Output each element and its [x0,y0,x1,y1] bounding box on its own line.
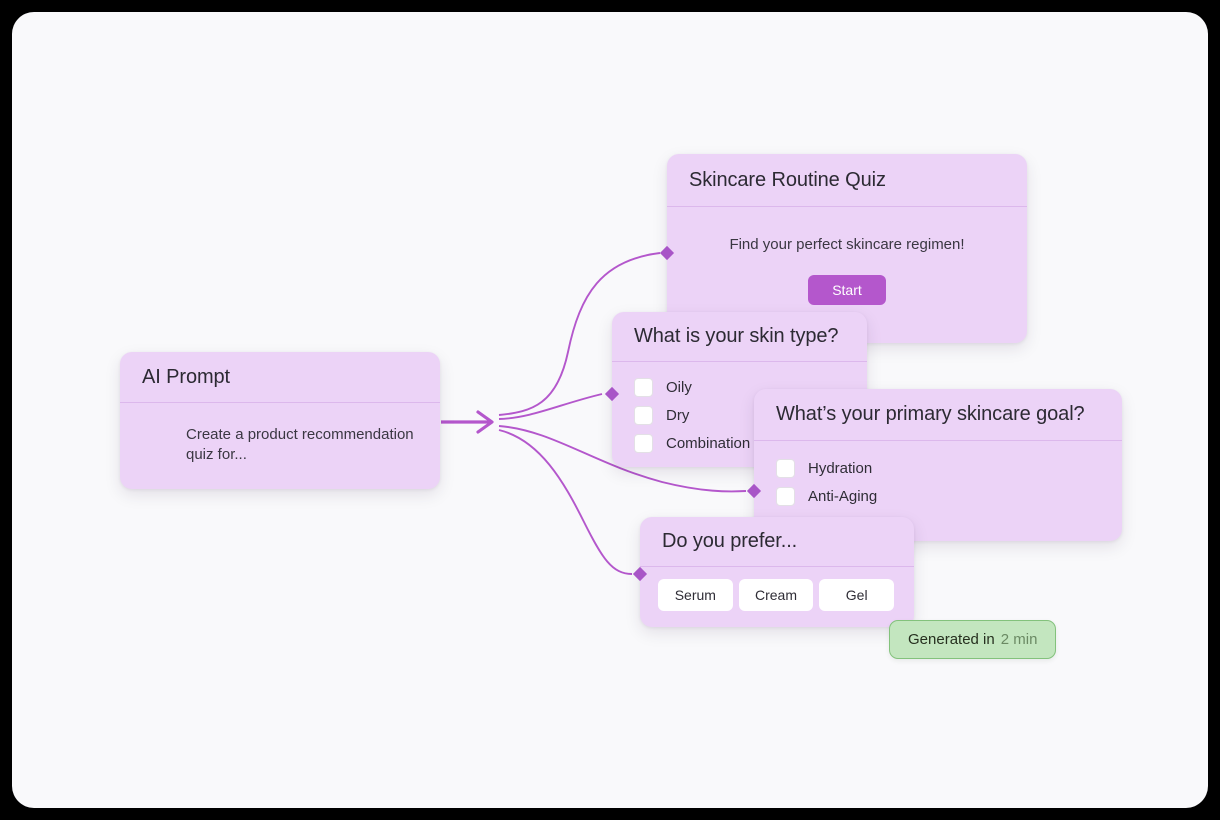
quiz-title-card-body: Find your perfect skincare regimen! Star… [667,207,1027,323]
preference-card-title: Do you prefer... [662,530,798,552]
checkbox-icon[interactable] [634,433,653,453]
list-item[interactable]: Hydration [776,454,1100,482]
skincare-goal-card-title: What’s your primary skincare goal? [776,403,1085,425]
ai-prompt-card-title: AI Prompt [142,365,231,388]
flow-canvas[interactable]: AI Prompt Create a product recommendatio… [12,12,1208,808]
skin-type-card-body: Oily Dry Combination [612,362,867,471]
checkbox-icon[interactable] [776,486,795,506]
status-badge: Generated in 2 min [889,620,1057,659]
option-button-serum[interactable]: Serum [658,579,733,611]
option-button-cream[interactable]: Cream [738,579,814,611]
list-item[interactable]: Dry [634,401,845,429]
ai-prompt-text: Create a product recommendation quiz for… [186,426,414,463]
list-item[interactable]: Oily [634,373,845,401]
option-button-gel[interactable]: Gel [819,579,895,611]
preference-options-row: Serum Cream Gel [658,579,895,611]
checkbox-icon[interactable] [776,458,795,478]
checkbox-label: Oily [666,378,692,396]
skincare-goal-question-card[interactable]: What’s your primary skincare goal? Hydra… [754,389,1122,541]
skincare-goal-card-body: Hydration Anti-Aging [754,441,1122,524]
start-button[interactable]: Start [808,275,886,305]
quiz-title-card[interactable]: Skincare Routine Quiz Find your perfect … [667,154,1027,343]
quiz-title-card-header: Skincare Routine Quiz [667,154,1027,207]
edge-prompt-to-skin [498,393,603,420]
status-badge-label: Generated in [908,631,995,648]
skincare-goal-card-header: What’s your primary skincare goal? [754,389,1122,441]
skin-type-card-header: What is your skin type? [612,312,867,362]
checkbox-label: Combination [666,434,751,452]
checkbox-label: Anti-Aging [808,487,878,505]
ai-prompt-card-body: Create a product recommendation quiz for… [120,403,440,483]
checkbox-label: Dry [666,406,690,424]
quiz-start-row: Start [689,253,1005,305]
preference-card-body: Serum Cream Gel [640,567,914,625]
ai-prompt-card[interactable]: AI Prompt Create a product recommendatio… [120,352,440,489]
checkbox-icon[interactable] [634,377,653,397]
status-badge-value: 2 min [1000,631,1038,648]
quiz-title-card-title: Skincare Routine Quiz [689,168,886,191]
arrow-right-icon [441,410,494,434]
skin-type-card-title: What is your skin type? [634,325,839,347]
checkbox-icon[interactable] [634,405,653,425]
preference-card-header: Do you prefer... [640,517,914,567]
ai-prompt-card-header: AI Prompt [120,352,440,403]
checkbox-label: Hydration [808,459,873,477]
preference-question-card[interactable]: Do you prefer... Serum Cream Gel [640,517,914,627]
list-item[interactable]: Combination [634,429,845,457]
list-item[interactable]: Anti-Aging [776,482,1100,510]
quiz-subtitle: Find your perfect skincare regimen! [729,236,965,253]
